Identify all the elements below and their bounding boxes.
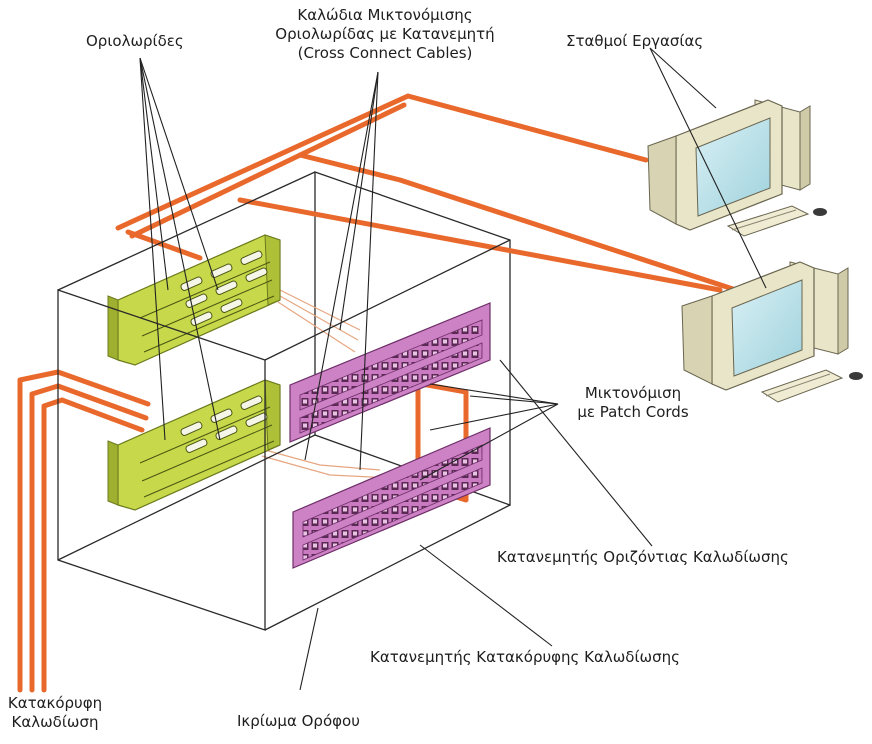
label-workstations: Σταθμοί Εργασίας: [566, 32, 704, 50]
cable-workstation-2c: [297, 152, 739, 293]
cable-vertical-3: [41, 397, 145, 693]
cable-vertical-1: [17, 369, 151, 693]
vertical-distributor-panel: [292, 427, 491, 569]
cable-workstation-1b: [129, 102, 407, 239]
label-cross-connect-line-1: Καλώδια Μικτονόμισης: [297, 6, 473, 24]
leader-lines: [139, 47, 767, 691]
label-patch-cords-line-1: Μικτονόμιση: [584, 384, 682, 402]
cross-connect-cables: [261, 289, 393, 479]
label-cross-connect-line-2: Οριολωρίδας με Κατανεμητή: [275, 25, 495, 43]
cable-vertical-2: [29, 383, 149, 693]
floor-rack-front: [57, 171, 511, 631]
label-vertical-cabling-line-2: Καλωδίωση: [11, 713, 99, 731]
cable-workstation-1: [115, 93, 649, 231]
horizontal-distributor-panel: [289, 302, 491, 443]
workstation-2: [681, 261, 863, 403]
patch-panel-bottom: [107, 379, 281, 511]
label-vertical-cabling: Κατακόρυφη Καλωδίωση: [2, 694, 108, 732]
label-vertical-cabling-line-1: Κατακόρυφη: [7, 694, 103, 712]
label-floor-rack: Ικρίωμα Ορόφου: [237, 712, 360, 730]
label-patch-cords-line-2: με Patch Cords: [577, 403, 689, 421]
label-patch-panels: Οριολωρίδες: [86, 32, 184, 50]
cable-workstation-2b: [237, 197, 723, 293]
label-cross-connect: Καλώδια Μικτονόμισης Οριολωρίδας με Κατα…: [258, 6, 512, 63]
cable-workstation-2: [125, 229, 203, 261]
workstation-1: [647, 99, 827, 237]
label-vertical-distributor: Κατανεμητής Κατακόρυφης Καλωδίωσης: [370, 648, 680, 666]
label-cross-connect-line-3: (Cross Connect Cables): [297, 44, 473, 62]
label-patch-cords: Μικτονόμιση με Patch Cords: [568, 384, 698, 422]
label-horizontal-distributor: Κατανεμητής Οριζόντιας Καλωδίωσης: [497, 548, 789, 566]
